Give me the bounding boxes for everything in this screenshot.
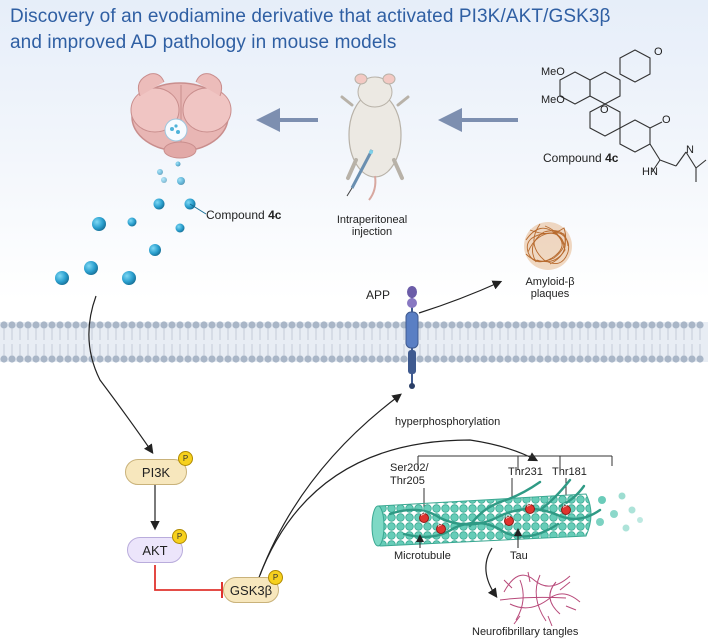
compound-substituent-n-2: N bbox=[686, 144, 694, 156]
tau-p-label-3: P bbox=[506, 515, 511, 521]
akt-label: AKT bbox=[142, 542, 168, 558]
tau-site-thr181: Thr181 bbox=[552, 466, 587, 478]
tau-label: Tau bbox=[510, 550, 528, 562]
tau-strands bbox=[388, 478, 602, 539]
tau-p-label-2: P bbox=[438, 523, 443, 529]
compound-label-droplets: Compound 4c bbox=[206, 208, 281, 222]
amyloid-label-line-2: plaques bbox=[530, 288, 570, 300]
compound-droplet-label-bold: 4c bbox=[268, 208, 282, 222]
microtubule-label: Microtubule bbox=[394, 550, 451, 562]
figure-title-line-2: and improved AD pathology in mouse model… bbox=[10, 32, 397, 53]
compound-substituent-meo-1: MeO bbox=[541, 66, 565, 78]
tau-p-label-4: P bbox=[527, 503, 532, 509]
akt-inhibits-gsk3b-line bbox=[154, 565, 222, 591]
akt-phospho-badge: P bbox=[172, 529, 187, 544]
gsk3b-phospho-badge: P bbox=[268, 570, 283, 585]
compound-substituent-o-1: O bbox=[654, 46, 663, 58]
pi3k-label: PI3K bbox=[141, 464, 171, 480]
gsk3b-to-app-arrow bbox=[259, 393, 402, 576]
pi3k-node: PI3K bbox=[125, 459, 187, 485]
gsk3b-to-tau-arrow bbox=[257, 439, 539, 581]
app-to-amyloid-arrow bbox=[418, 280, 503, 314]
tau-p-label-1: P bbox=[421, 512, 426, 518]
compound-label-bold: 4c bbox=[605, 151, 619, 165]
compound-to-pi3k-arrow bbox=[88, 295, 154, 454]
gsk3b-label: GSK3β bbox=[229, 582, 273, 598]
compound-substituent-o-2: O bbox=[600, 104, 609, 116]
mouse-brain-illustration bbox=[130, 73, 232, 159]
microtubule-illustration bbox=[371, 493, 592, 547]
compound-label-text: Compound bbox=[543, 151, 602, 165]
compound-substituent-h: H bbox=[642, 166, 650, 178]
tau-phospho-sites bbox=[419, 504, 571, 534]
compound-4c-structure bbox=[559, 49, 707, 182]
compound-droplet-label-text: Compound bbox=[206, 208, 265, 222]
tau-site-thr231: Thr231 bbox=[508, 466, 543, 478]
tau-to-tangles-arrow bbox=[485, 547, 498, 598]
injection-label-line-1: Intraperitoneal bbox=[336, 214, 408, 226]
neurofibrillary-tangles-illustration bbox=[499, 571, 581, 627]
free-tau-fragments bbox=[596, 492, 643, 532]
ser202-label: Ser202/ bbox=[390, 462, 429, 474]
akt-node: AKT bbox=[127, 537, 183, 563]
injection-label: Intraperitoneal injection bbox=[312, 214, 432, 238]
compound-substituent-meo-2: MeO bbox=[541, 94, 565, 106]
amyloid-label-line-1: Amyloid-β bbox=[525, 276, 575, 288]
injection-label-line-2: injection bbox=[351, 226, 393, 238]
cell-membrane bbox=[0, 321, 708, 363]
app-label: APP bbox=[366, 288, 391, 302]
compound-substituent-n-1: N bbox=[650, 166, 658, 178]
thr205-label: Thr205 bbox=[390, 475, 425, 487]
tau-p-label-5: P bbox=[563, 504, 568, 510]
neurofibrillary-tangles-label: Neurofibrillary tangles bbox=[472, 626, 579, 638]
mouse-illustration bbox=[340, 73, 410, 201]
amyloid-plaques-illustration bbox=[524, 222, 572, 270]
compound-substituent-o-3: O bbox=[662, 114, 671, 126]
tau-site-ser202-thr205: Ser202/ Thr205 bbox=[390, 462, 429, 488]
app-receptor bbox=[405, 286, 419, 389]
figure-title-line-1: Discovery of an evodiamine derivative th… bbox=[10, 6, 611, 27]
pi3k-phospho-badge: P bbox=[178, 451, 193, 466]
amyloid-plaques-label: Amyloid-β plaques bbox=[510, 276, 590, 300]
compound-droplets bbox=[55, 161, 207, 285]
hyperphosphorylation-label: hyperphosphorylation bbox=[395, 416, 501, 428]
compound-label-top: Compound 4c bbox=[543, 151, 618, 165]
